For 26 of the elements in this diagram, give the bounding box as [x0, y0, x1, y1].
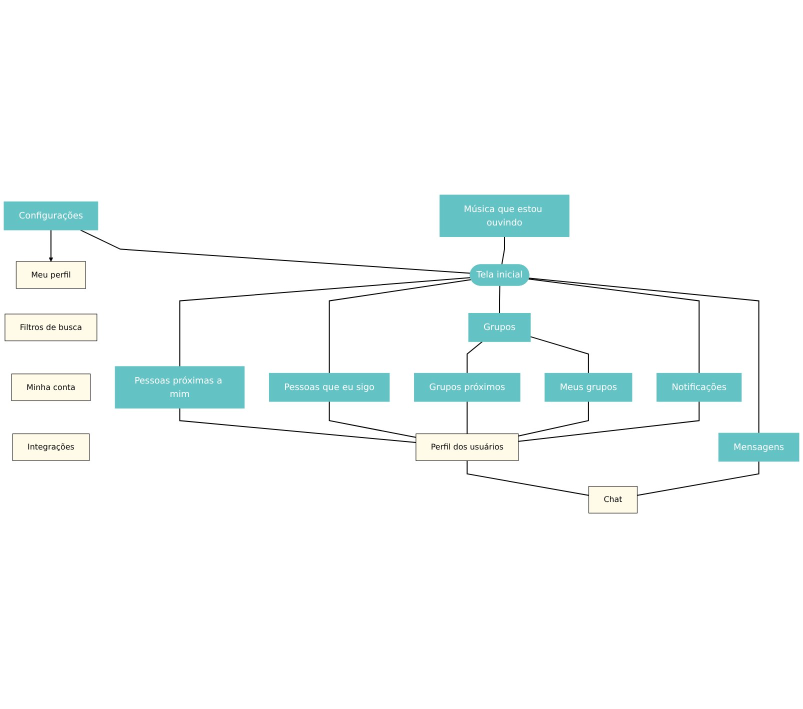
node-box: Mensagens	[718, 433, 800, 462]
connector	[466, 401, 468, 435]
arrow	[48, 230, 54, 262]
node-box: Grupos	[468, 313, 531, 342]
connector	[80, 230, 471, 274]
connector	[518, 401, 589, 437]
connector	[501, 236, 505, 266]
connector	[466, 342, 483, 374]
node-box: Pessoas próximas a mim	[114, 366, 245, 409]
connector	[636, 461, 760, 496]
connector	[179, 278, 472, 368]
connector	[466, 460, 590, 496]
connector	[518, 401, 700, 442]
node-box: Grupos próximos	[414, 373, 520, 402]
node-box: Meus grupos	[544, 373, 632, 402]
node-box: Música que estou ouvindo	[440, 195, 570, 238]
connector	[528, 278, 760, 434]
connector	[499, 286, 500, 314]
connector	[179, 408, 416, 444]
node-box: Notificações	[656, 373, 742, 402]
connector	[530, 336, 589, 374]
connector	[328, 401, 416, 438]
connector	[528, 278, 700, 374]
connector	[328, 280, 472, 374]
node-box: Pessoas que eu sigo	[268, 373, 390, 402]
node-box: Configurações	[4, 202, 98, 231]
